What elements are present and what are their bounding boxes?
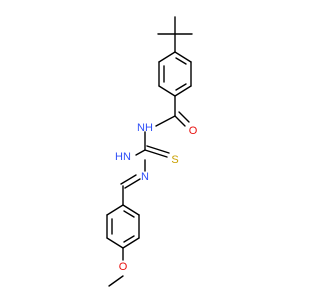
thiourea-core [135,131,170,158]
tert-butyl-group [157,16,193,53]
structure-canvas: O NH S HN N O [106,16,198,287]
imine-nitrogen-label: N [141,171,149,183]
amide-carbonyl [155,95,190,127]
benzene-ring-top [158,51,192,97]
thiocarbonyl-sulfur-label: S [171,154,178,166]
carbonyl-oxygen-label: O [189,125,198,137]
molecule-drawing: O NH S HN N O [106,16,198,287]
amide-nh-label: NH [137,122,153,134]
benzene-ring-bottom [106,204,140,249]
hydrazine-nh-label: HN [115,151,131,163]
methoxy-oxygen-label: O [119,261,128,273]
methoxy-group [108,247,124,287]
hydrazone-linkage [120,159,146,206]
